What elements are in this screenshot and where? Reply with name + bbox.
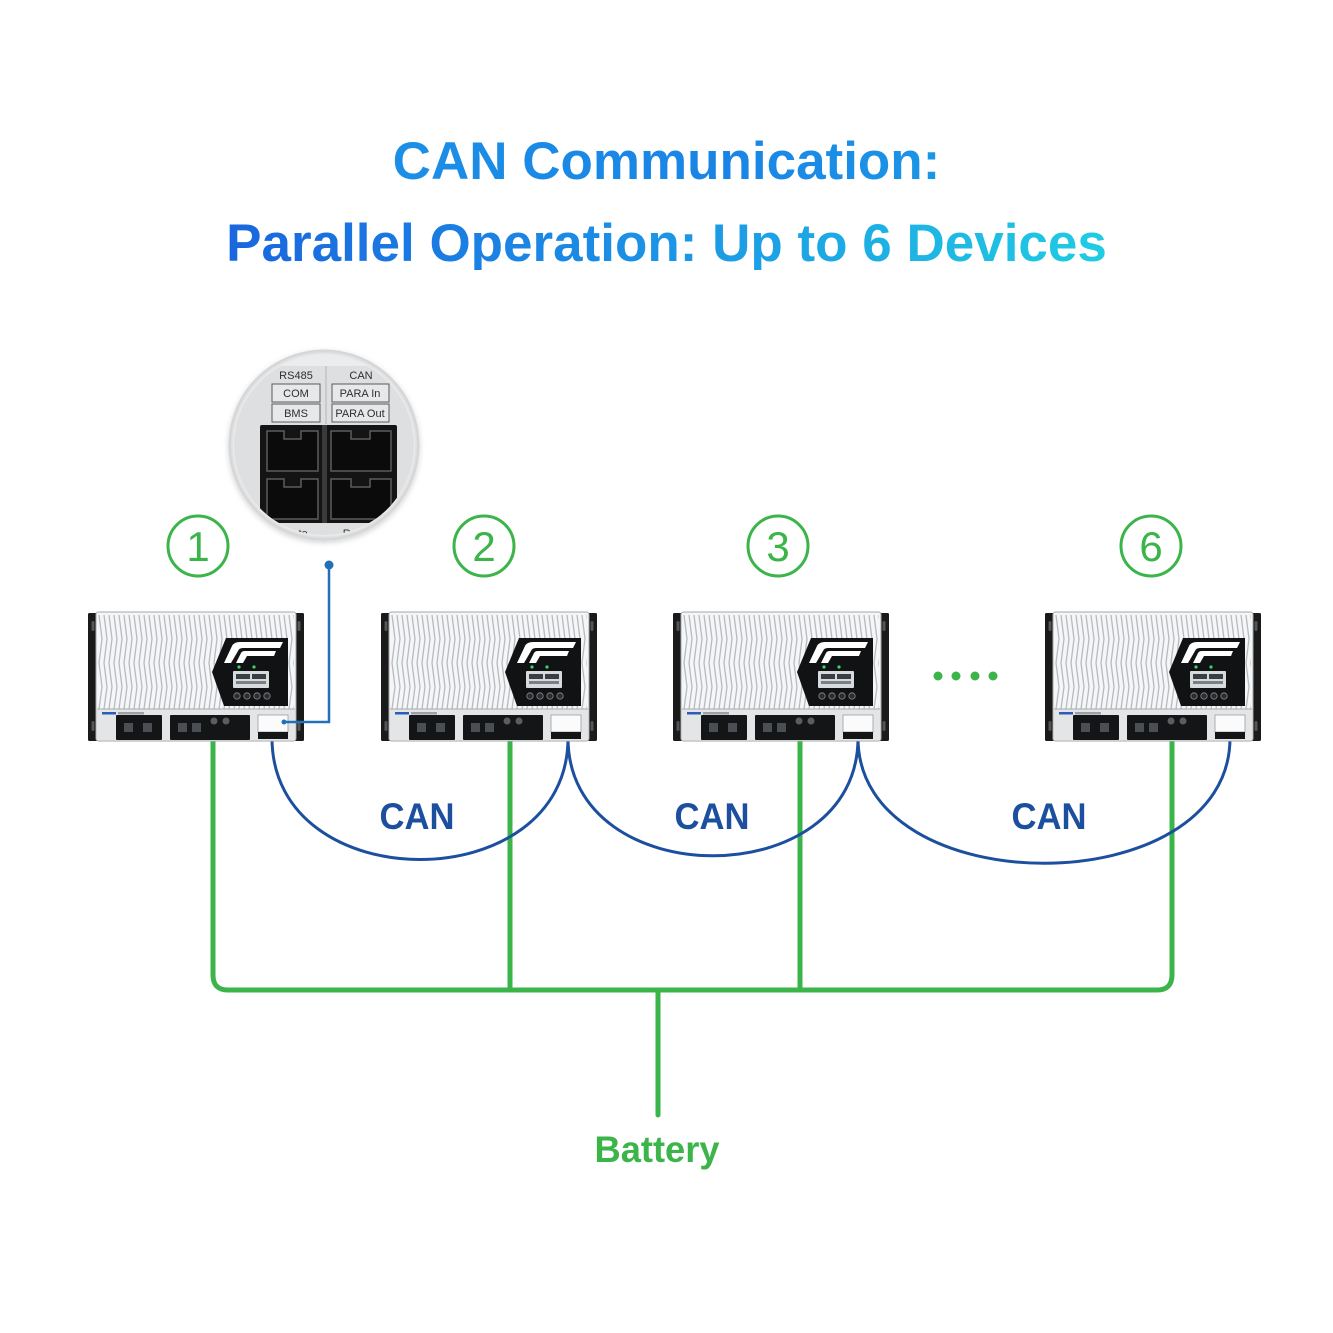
ellipsis-dots-icon (933, 671, 998, 681)
device-2 (381, 611, 597, 742)
zoom-leader-dot-end (281, 719, 287, 725)
port-panel-top (234, 355, 414, 366)
ellipsis-dot (951, 671, 961, 681)
rj45-port-zoom-icon: RS485 CAN COM PARA In BMS PARA Out ote R… (228, 349, 420, 541)
zoom-leader-dot-top (324, 560, 334, 570)
battery-label: Battery (595, 1129, 720, 1170)
charge-controller-icon (673, 611, 889, 742)
port-label-bms: BMS (284, 408, 308, 420)
port-label-box-para-in (331, 383, 390, 403)
port-label-box-com (271, 383, 321, 403)
title-line-1-text: CAN Communication: (392, 132, 941, 191)
zoom-leader-line (285, 565, 331, 724)
port-block-gap (322, 425, 327, 523)
header-can: CAN (349, 370, 372, 382)
badge-number: 1 (186, 523, 209, 570)
battery-bus (210, 732, 1175, 1118)
port-label-para-out: PARA Out (335, 408, 384, 420)
badge-number: 2 (472, 523, 495, 570)
badge-ring (166, 514, 230, 578)
ellipsis-dot (970, 671, 980, 681)
rj45-port-bms (266, 478, 319, 520)
device-1 (88, 611, 304, 742)
charge-controller-icon (381, 611, 597, 742)
device-number-badge-3: 3 (746, 514, 810, 578)
device-3 (673, 611, 889, 742)
badge-number: 3 (766, 523, 789, 570)
device-number-badge-1: 1 (166, 514, 230, 578)
rj45-port-para-out (330, 478, 392, 520)
badge-number: 6 (1139, 523, 1162, 570)
port-label-com: COM (283, 388, 309, 400)
can-label-1: CAN (380, 796, 455, 837)
charge-controller-icon (1045, 611, 1261, 742)
title-line-2-text: Parallel Operation: Up to 6 Devices (226, 214, 1107, 273)
can-cable-1-2 (270, 736, 570, 861)
header-rs485: RS485 (279, 370, 313, 382)
badge-ring (452, 514, 516, 578)
port-label-box-para-out (331, 403, 390, 423)
ellipsis-dot (933, 671, 943, 681)
badge-ring (1119, 514, 1183, 578)
battery-bus-outer (210, 732, 1175, 993)
title-line-2: Parallel Operation: Up to 6 Devices (0, 217, 1333, 270)
device-6 (1045, 611, 1261, 742)
can-label-3: CAN (1012, 796, 1087, 837)
can-cable-3-6 (856, 736, 1232, 865)
ellipsis-dot (988, 671, 998, 681)
device-number-badge-2: 2 (452, 514, 516, 578)
port-label-box-bms (271, 403, 321, 423)
can-label-2: CAN (675, 796, 750, 837)
can-cables (270, 736, 1232, 865)
charge-controller-icon (88, 611, 304, 742)
device-number-badge-6: 6 (1119, 514, 1183, 578)
port-label-para-in: PARA In (340, 388, 381, 400)
cut-label-left: ote (292, 528, 307, 540)
rj45-port-para-in (330, 430, 392, 472)
badge-ring (746, 514, 810, 578)
title-line-1: CAN Communication: (0, 135, 1333, 188)
can-cable-2-3 (566, 736, 860, 858)
zoom-content: RS485 CAN COM PARA In BMS PARA Out ote R… (234, 355, 414, 540)
zoom-leader (281, 560, 334, 725)
rj45-port-com (266, 430, 319, 472)
